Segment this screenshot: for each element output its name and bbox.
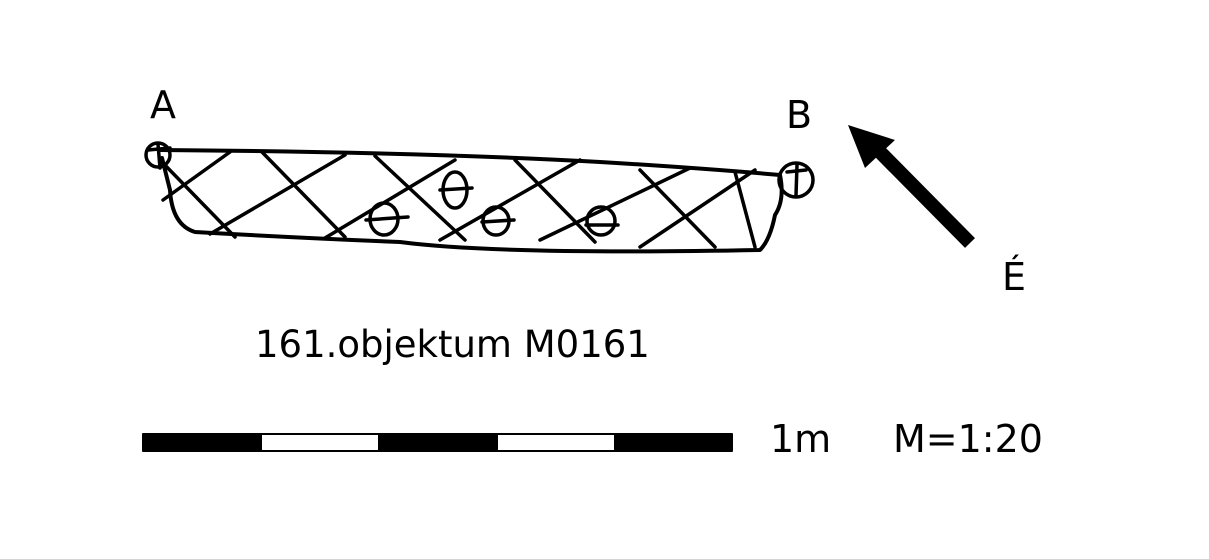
crosshatch bbox=[158, 150, 757, 249]
north-arrow-icon bbox=[848, 125, 975, 248]
point-a-label: A bbox=[150, 83, 176, 127]
stake-holes bbox=[364, 170, 620, 237]
scale-bar bbox=[142, 433, 733, 452]
scale-ratio-label: M=1:20 bbox=[893, 417, 1043, 461]
point-b-marker bbox=[777, 161, 815, 199]
caption: 161.objektum M0161 bbox=[255, 323, 650, 366]
north-label: É bbox=[1002, 255, 1027, 299]
feature-outline bbox=[158, 148, 784, 254]
point-a-marker bbox=[144, 141, 172, 170]
point-b-label: B bbox=[786, 93, 813, 137]
scale-length-label: 1m bbox=[770, 417, 832, 461]
